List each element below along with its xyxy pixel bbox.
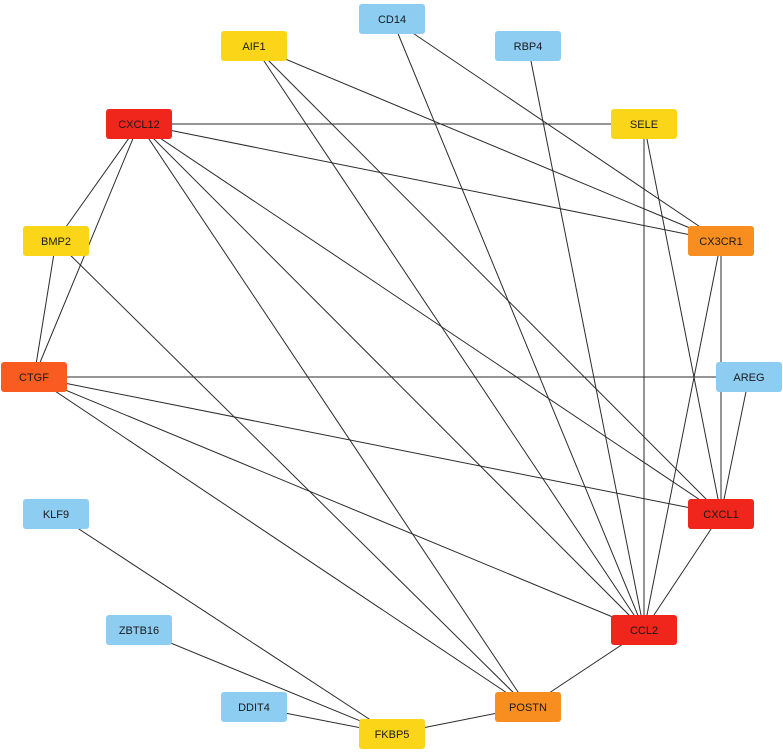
edge-cxcl12-postn bbox=[138, 123, 529, 708]
edge-zbtb16-fkbp5 bbox=[138, 629, 393, 735]
node-box-ctgf[interactable] bbox=[1, 362, 67, 392]
node-label-sele: SELE bbox=[630, 119, 658, 131]
edge-cd14-cx3cr1 bbox=[391, 18, 722, 242]
node-ddit4[interactable]: DDIT4 bbox=[221, 692, 287, 722]
node-cx3cr1[interactable]: CX3CR1 bbox=[688, 226, 754, 256]
node-label-cxcl1: CXCL1 bbox=[703, 509, 738, 521]
edge-cxcl12-bmp2 bbox=[55, 123, 140, 242]
node-label-ddit4: DDIT4 bbox=[238, 702, 270, 714]
node-label-cd14: CD14 bbox=[378, 14, 406, 26]
node-box-ddit4[interactable] bbox=[221, 692, 287, 722]
node-box-postn[interactable] bbox=[495, 692, 561, 722]
edge-aif1-ccl2 bbox=[253, 45, 645, 631]
node-box-sele[interactable] bbox=[611, 109, 677, 139]
node-box-cxcl1[interactable] bbox=[688, 499, 754, 529]
node-box-bmp2[interactable] bbox=[23, 226, 89, 256]
node-sele[interactable]: SELE bbox=[611, 109, 677, 139]
node-label-bmp2: BMP2 bbox=[41, 236, 71, 248]
node-box-klf9[interactable] bbox=[23, 499, 89, 529]
node-label-cxcl12: CXCL12 bbox=[118, 119, 160, 131]
edge-cx3cr1-ccl2 bbox=[643, 240, 722, 631]
node-label-postn: POSTN bbox=[509, 702, 547, 714]
edge-bmp2-ctgf bbox=[33, 240, 57, 378]
node-box-aif1[interactable] bbox=[221, 31, 287, 61]
edge-cxcl1-ccl2 bbox=[643, 513, 722, 631]
node-zbtb16[interactable]: ZBTB16 bbox=[106, 615, 172, 645]
edge-ctgf-postn bbox=[33, 376, 529, 708]
node-box-fkbp5[interactable] bbox=[359, 719, 425, 749]
node-label-areg: AREG bbox=[733, 372, 764, 384]
node-label-ccl2: CCL2 bbox=[630, 625, 658, 637]
node-box-zbtb16[interactable] bbox=[106, 615, 172, 645]
edge-cxcl12-cxcl1 bbox=[138, 123, 722, 515]
node-postn[interactable]: POSTN bbox=[495, 692, 561, 722]
edge-klf9-fkbp5 bbox=[55, 513, 393, 735]
node-box-cx3cr1[interactable] bbox=[688, 226, 754, 256]
node-label-cx3cr1: CX3CR1 bbox=[699, 236, 742, 248]
node-fkbp5[interactable]: FKBP5 bbox=[359, 719, 425, 749]
node-cxcl12[interactable]: CXCL12 bbox=[106, 109, 172, 139]
edge-bmp2-postn bbox=[55, 240, 529, 708]
node-label-zbtb16: ZBTB16 bbox=[119, 625, 159, 637]
node-label-klf9: KLF9 bbox=[43, 509, 69, 521]
node-rbp4[interactable]: RBP4 bbox=[495, 31, 561, 61]
node-box-areg[interactable] bbox=[716, 362, 782, 392]
edge-ctgf-cxcl1 bbox=[33, 376, 722, 515]
node-ctgf[interactable]: CTGF bbox=[1, 362, 67, 392]
node-bmp2[interactable]: BMP2 bbox=[23, 226, 89, 256]
edge-cd14-ccl2 bbox=[391, 18, 645, 631]
node-box-ccl2[interactable] bbox=[611, 615, 677, 645]
node-areg[interactable]: AREG bbox=[716, 362, 782, 392]
node-label-ctgf: CTGF bbox=[19, 372, 49, 384]
node-aif1[interactable]: AIF1 bbox=[221, 31, 287, 61]
edge-ctgf-ccl2 bbox=[33, 376, 645, 631]
node-cd14[interactable]: CD14 bbox=[359, 4, 425, 34]
node-label-rbp4: RBP4 bbox=[514, 41, 543, 53]
node-label-aif1: AIF1 bbox=[242, 41, 265, 53]
node-cxcl1[interactable]: CXCL1 bbox=[688, 499, 754, 529]
node-klf9[interactable]: KLF9 bbox=[23, 499, 89, 529]
edges-layer bbox=[33, 18, 750, 735]
node-ccl2[interactable]: CCL2 bbox=[611, 615, 677, 645]
edge-rbp4-ccl2 bbox=[527, 45, 645, 631]
node-box-cd14[interactable] bbox=[359, 4, 425, 34]
node-label-fkbp5: FKBP5 bbox=[375, 729, 410, 741]
edge-aif1-cx3cr1 bbox=[253, 45, 722, 242]
edge-areg-cxcl1 bbox=[720, 376, 750, 515]
edge-sele-cxcl1 bbox=[643, 123, 722, 515]
node-box-cxcl12[interactable] bbox=[106, 109, 172, 139]
node-box-rbp4[interactable] bbox=[495, 31, 561, 61]
edge-cxcl12-cx3cr1 bbox=[138, 123, 722, 242]
